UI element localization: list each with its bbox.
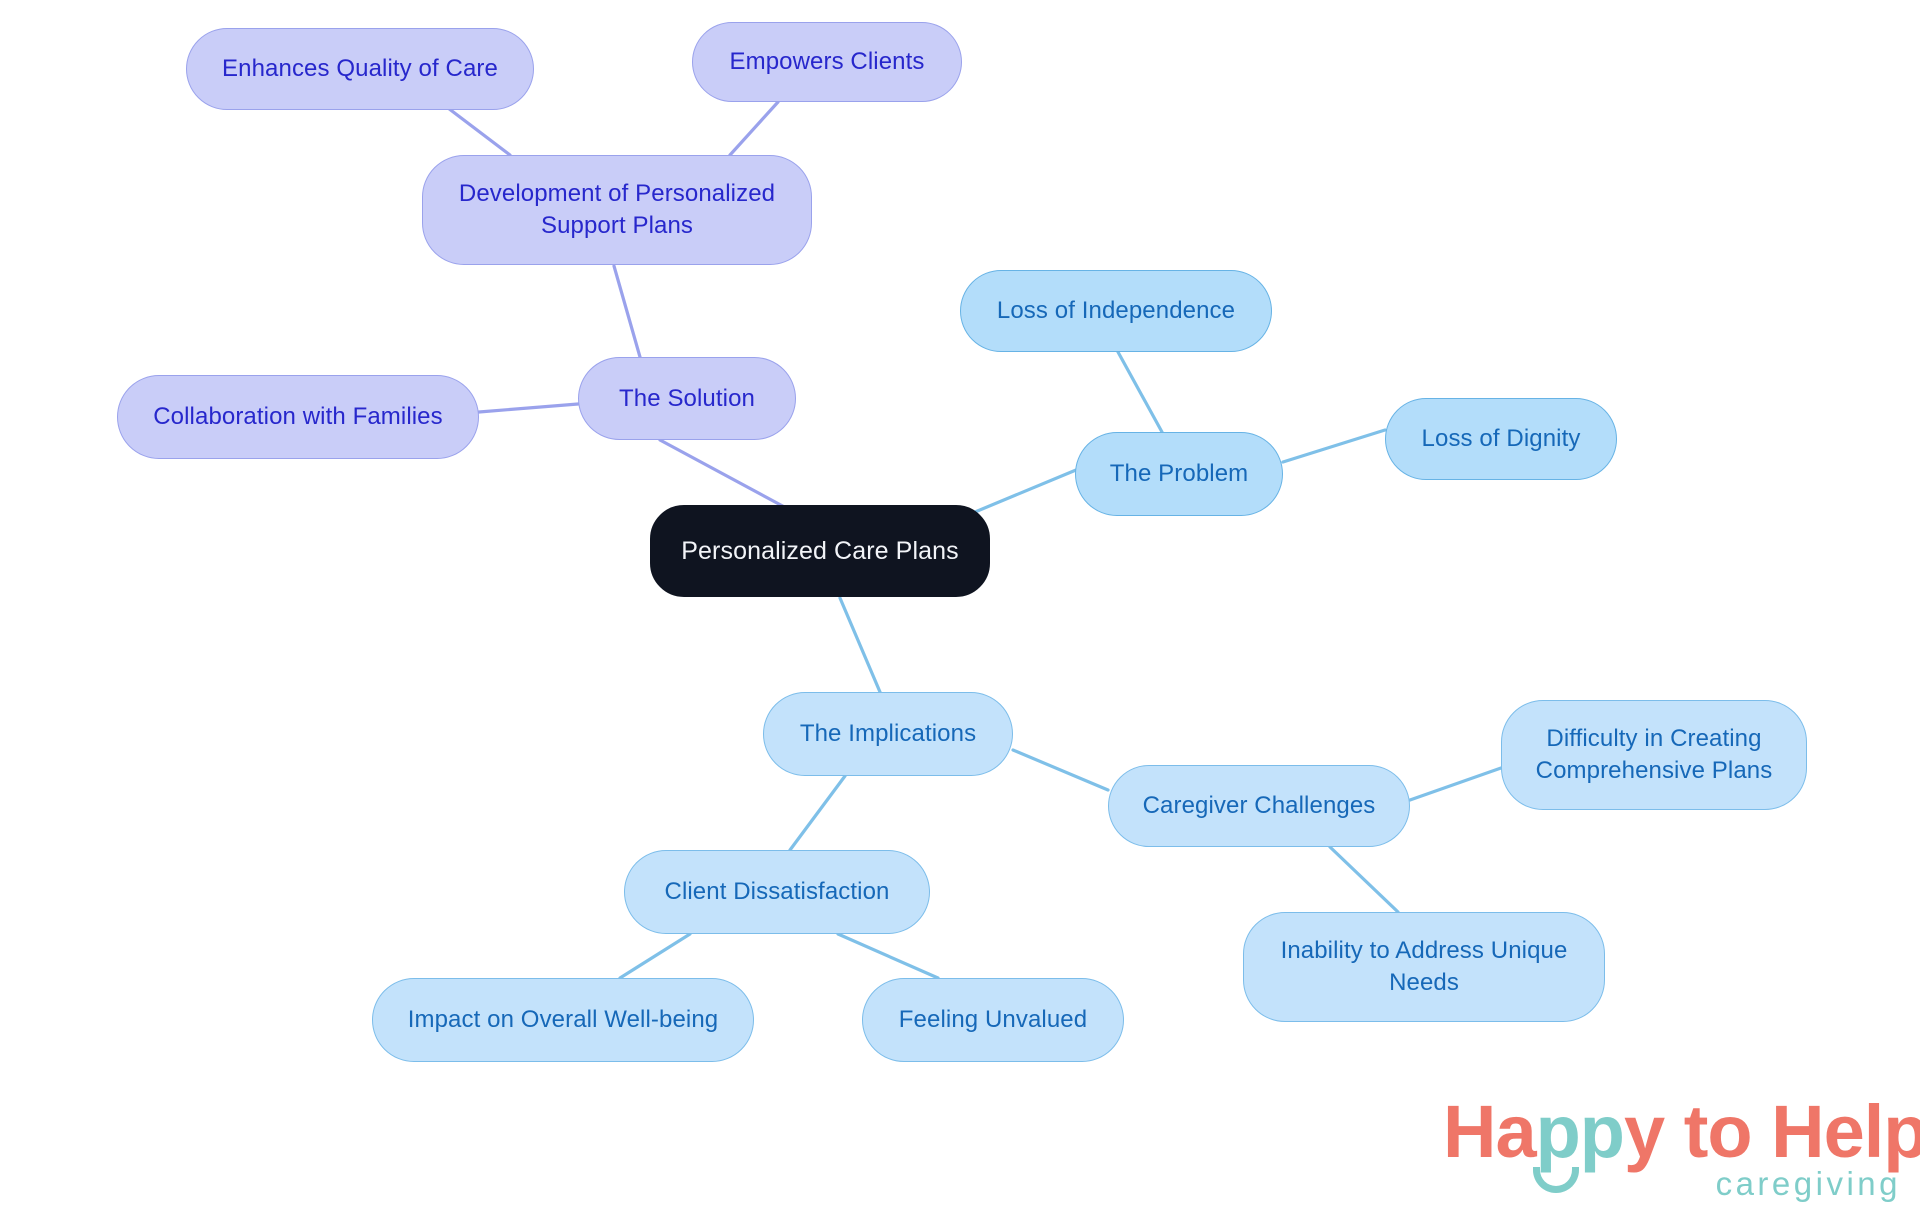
mindmap-node-label: Loss of Dignity — [1421, 425, 1581, 453]
edge-implications-to-client_dissat — [788, 774, 847, 852]
mindmap-node-dev_plans[interactable]: Development of Personalized Support Plan… — [422, 155, 812, 265]
logo-text-to-help: to Help — [1664, 1090, 1920, 1173]
mindmap-node-caregiver[interactable]: Caregiver Challenges — [1108, 765, 1410, 847]
mindmap-node-difficulty[interactable]: Difficulty in Creating Comprehensive Pla… — [1501, 700, 1807, 810]
mindmap-node-impact[interactable]: Impact on Overall Well-being — [372, 978, 754, 1062]
mindmap-node-collaboration[interactable]: Collaboration with Families — [117, 375, 479, 459]
logo-smile-icon — [1533, 1167, 1579, 1193]
mindmap-node-label: Enhances Quality of Care — [222, 55, 498, 83]
edge-dev_plans-to-enhances — [446, 106, 512, 157]
edge-root-to-problem — [973, 468, 1078, 514]
logo-tagline: caregiving — [1715, 1165, 1901, 1202]
mindmap-node-label: Caregiver Challenges — [1142, 792, 1376, 820]
mindmap-node-label: The Problem — [1109, 460, 1249, 488]
mindmap-node-label: The Solution — [619, 384, 755, 412]
edge-solution-to-collaboration — [477, 402, 580, 414]
logo-text-y: y — [1624, 1090, 1665, 1173]
mindmap-node-implications[interactable]: The Implications — [763, 692, 1013, 776]
mindmap-node-label: Difficulty in Creating Comprehensive Pla… — [1535, 725, 1773, 784]
edge-problem-to-independence — [1116, 350, 1164, 434]
mindmap-node-label: Personalized Care Plans — [681, 536, 959, 565]
edge-client_dissat-to-impact — [618, 932, 692, 980]
mindmap-node-label: Development of Personalized Support Plan… — [458, 180, 776, 239]
mindmap-node-label: Inability to Address Unique Needs — [1280, 937, 1568, 996]
edge-solution-to-dev_plans — [612, 264, 642, 359]
brand-logo: Happy to Help caregiving — [1443, 1095, 1920, 1210]
edge-implications-to-caregiver — [1011, 748, 1110, 792]
mindmap-node-enhances[interactable]: Enhances Quality of Care — [186, 28, 534, 110]
edge-client_dissat-to-unvalued — [836, 932, 940, 980]
logo-wordmark: Happy to Help — [1443, 1095, 1920, 1169]
mindmap-node-independence[interactable]: Loss of Independence — [960, 270, 1272, 352]
mindmap-node-label: The Implications — [799, 720, 977, 748]
mindmap-node-label: Feeling Unvalued — [898, 1006, 1088, 1034]
mindmap-node-client_dissat[interactable]: Client Dissatisfaction — [624, 850, 930, 934]
mindmap-node-label: Empowers Clients — [729, 48, 925, 76]
mindmap-node-label: Client Dissatisfaction — [664, 878, 890, 906]
edge-dev_plans-to-empowers — [728, 100, 780, 157]
mindmap-node-solution[interactable]: The Solution — [578, 357, 796, 440]
edge-caregiver-to-difficulty — [1408, 766, 1503, 802]
mindmap-node-label: Impact on Overall Well-being — [407, 1006, 719, 1034]
edge-caregiver-to-inability — [1328, 845, 1400, 914]
mindmap-node-dignity[interactable]: Loss of Dignity — [1385, 398, 1617, 480]
mindmap-node-problem[interactable]: The Problem — [1075, 432, 1283, 516]
mindmap-node-root[interactable]: Personalized Care Plans — [650, 505, 990, 597]
edge-problem-to-dignity — [1281, 428, 1387, 464]
edge-root-to-implications — [838, 596, 882, 694]
mindmap-node-unvalued[interactable]: Feeling Unvalued — [862, 978, 1124, 1062]
mindmap-node-empowers[interactable]: Empowers Clients — [692, 22, 962, 102]
logo-text-pp: pp — [1535, 1090, 1625, 1173]
mindmap-node-inability[interactable]: Inability to Address Unique Needs — [1243, 912, 1605, 1022]
edge-root-to-solution — [658, 438, 792, 512]
logo-text-ha: Ha — [1443, 1090, 1537, 1173]
mindmap-node-label: Collaboration with Families — [153, 403, 443, 431]
mindmap-node-label: Loss of Independence — [996, 297, 1236, 325]
